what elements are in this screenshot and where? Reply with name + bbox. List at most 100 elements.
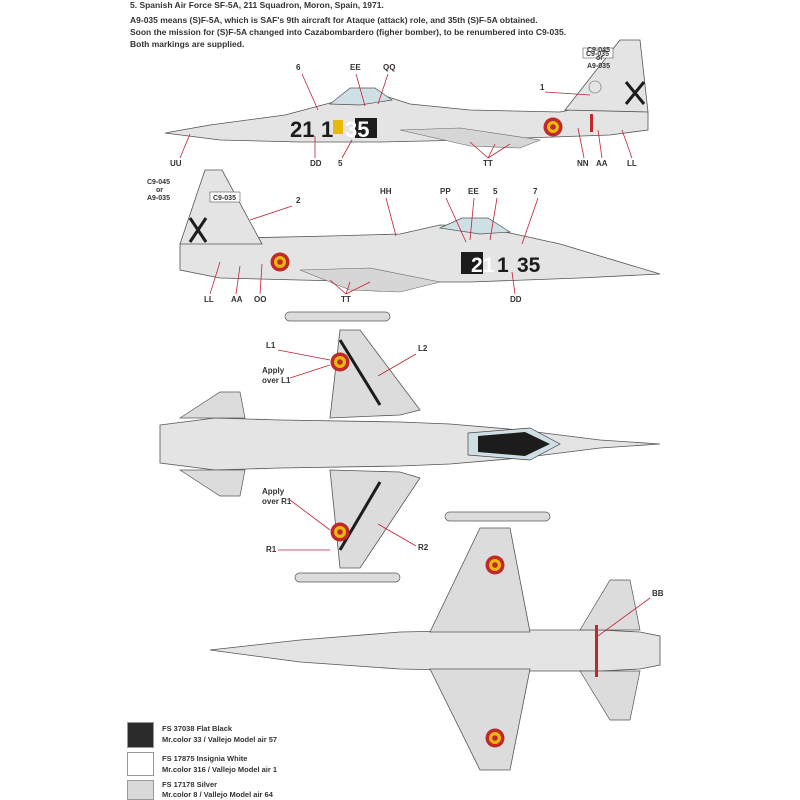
- legend-swatch-black: [127, 722, 154, 748]
- legend-code-black: FS 37038 Flat Black: [162, 724, 233, 733]
- callout-ee-1: EE: [350, 63, 361, 72]
- callout-nn: NN: [577, 159, 589, 168]
- right-stab-4: [579, 670, 641, 721]
- callout-over-r1: over R1: [262, 497, 292, 506]
- wing-roundel-r-3: [330, 522, 350, 542]
- callout-l1: L1: [266, 341, 276, 350]
- left-stab-3: [178, 391, 246, 419]
- right-wing-4: [429, 668, 531, 771]
- tail-serial-box-2: [209, 191, 241, 203]
- callout-hh: HH: [380, 187, 392, 196]
- header-line-3: Both markings are supplied.: [130, 39, 245, 49]
- tail-serial-1: C9-035: [586, 51, 609, 58]
- callout-dd-1: DD: [310, 159, 322, 168]
- legend-swatch-white: [127, 752, 154, 776]
- code-digits-b-1: 1: [321, 117, 333, 142]
- fuselage-roundel-2: [270, 252, 290, 272]
- code-digits-a-1: 21: [290, 117, 314, 142]
- left-wing-3: [329, 329, 421, 419]
- leader-lines: [179, 73, 651, 637]
- legend-mix-black: Mr.color 33 / Vallejo Model air 57: [162, 735, 278, 744]
- tail-fin-2: [179, 169, 263, 245]
- canopy-frame-3: [478, 432, 550, 456]
- underside-view: [159, 311, 661, 583]
- callout-ll-1: LL: [627, 159, 637, 168]
- tail-alt-c: A9-035: [587, 63, 610, 70]
- legend-mix-silver: Mr.color 8 / Vallejo Model air 64: [162, 790, 273, 799]
- right-stab-3: [178, 469, 246, 497]
- callout-apply-2: Apply: [262, 487, 285, 496]
- wing-roundel-r-4: [485, 728, 505, 748]
- callout-bb: BB: [652, 589, 664, 598]
- header-line-1: A9-035 means (S)F-5A, which is SAF's 9th…: [130, 15, 538, 25]
- legend-code-silver: FS 17178 Silver: [162, 780, 218, 789]
- left-wing-4: [429, 527, 531, 633]
- legend-mix-white: Mr.color 316 / Vallejo Model air 1: [162, 765, 278, 774]
- tail-alt-a-2: C9-045: [147, 179, 170, 186]
- fuselage-2: [179, 224, 661, 283]
- callout-7: 7: [533, 187, 538, 196]
- red-band-1: [590, 114, 593, 132]
- callout-5-2: 5: [493, 187, 498, 196]
- right-wing-3: [329, 469, 421, 569]
- callout-tt-2: TT: [341, 295, 351, 304]
- canopy-2: [438, 217, 512, 235]
- header-title: 5. Spanish Air Force SF-5A, 211 Squadron…: [130, 0, 384, 10]
- callout-apply-1: Apply: [262, 366, 285, 375]
- callout-2: 2: [296, 196, 301, 205]
- legend-swatch-silver: [127, 780, 154, 800]
- header-line-2: Soon the mission for (S)F-5A changed int…: [130, 27, 567, 37]
- left-stab-4: [579, 579, 641, 631]
- tiptank-bottom-3: [294, 572, 401, 583]
- side-view-right-profile: C9-035 21 1 35: [179, 169, 661, 293]
- code-black-panel-2: [461, 252, 483, 274]
- callout-1: 1: [540, 83, 545, 92]
- callout-5-1: 5: [338, 159, 343, 168]
- callout-r2: R2: [418, 543, 429, 552]
- wing-2: [299, 267, 441, 293]
- tail-serial-2: C9-035: [213, 195, 236, 202]
- callout-dd-2: DD: [510, 295, 522, 304]
- fuselage-roundel-1: [543, 117, 563, 137]
- legend-code-white: FS 17875 Insignia White: [162, 754, 248, 763]
- callout-tt-1: TT: [483, 159, 493, 168]
- side-view-left-profile: C9-035 21 1 35: [164, 39, 649, 149]
- tail-alt-b: or: [596, 55, 603, 62]
- fuselage-3: [159, 417, 661, 471]
- wing-roundel-l-4: [485, 555, 505, 575]
- callouts: 6 EE QQ 1 UU DD 5 TT NN AA LL C9-045 or …: [147, 47, 664, 598]
- tail-x-mark-1: [624, 81, 646, 105]
- callout-ee-2: EE: [468, 187, 479, 196]
- wing-stripe-l-3: [338, 339, 382, 406]
- tiptank-top-3: [284, 311, 391, 322]
- callout-l2: L2: [418, 344, 428, 353]
- callout-aa-2: AA: [231, 295, 243, 304]
- fuselage-4: [209, 629, 661, 672]
- tiptank-top-4: [444, 511, 551, 522]
- callout-aa-1: AA: [596, 159, 608, 168]
- red-band-4: [595, 625, 598, 677]
- tail-alt-b-2: or: [156, 187, 163, 194]
- code-digits-c-1: 35: [345, 117, 369, 142]
- code-digits-c-2: 35: [517, 254, 541, 277]
- code-yellow-bar-1: [333, 120, 343, 134]
- callout-r1: R1: [266, 545, 277, 554]
- code-black-panel-1: [355, 118, 377, 138]
- tail-alt-a: C9-045: [587, 47, 610, 54]
- callout-qq: QQ: [383, 63, 395, 72]
- callout-6: 6: [296, 63, 301, 72]
- wing-roundel-l-3: [330, 352, 350, 372]
- tail-alt-c-2: A9-035: [147, 195, 170, 202]
- callout-uu: UU: [170, 159, 182, 168]
- callout-ll-2: LL: [204, 295, 214, 304]
- callout-over-l1: over L1: [262, 376, 291, 385]
- tail-serial-box-1: [582, 47, 614, 59]
- callout-pp: PP: [440, 187, 451, 196]
- code-digits-b-2: 1: [497, 254, 509, 277]
- tail-x-mark-2: [188, 217, 208, 243]
- canopy-1: [329, 87, 393, 106]
- callout-oo: OO: [254, 295, 266, 304]
- tail-fin-1: [564, 39, 649, 113]
- code-digits-a-2: 21: [471, 254, 495, 277]
